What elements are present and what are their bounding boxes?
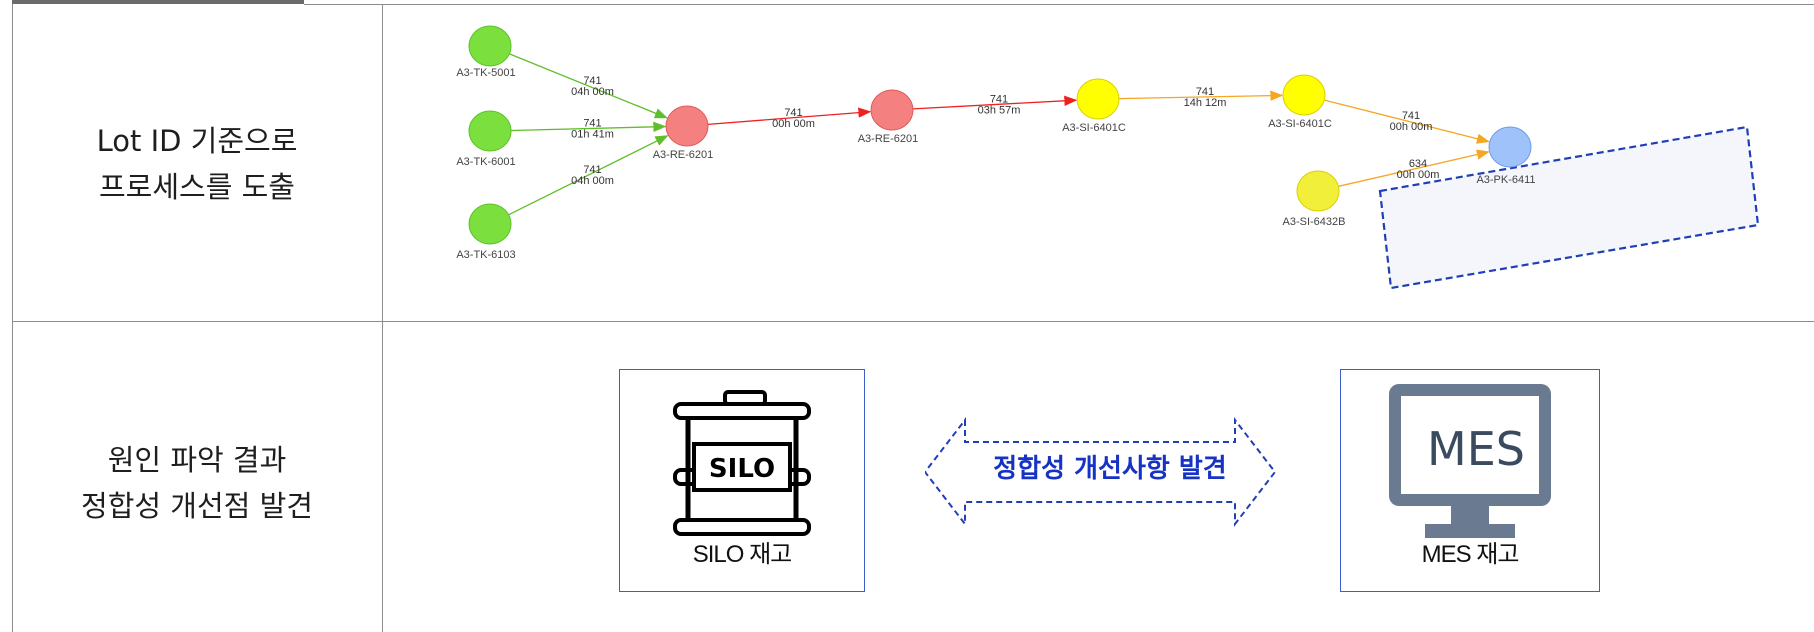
row-label-line: Lot ID 기준으로 bbox=[96, 124, 298, 158]
table-row-divider bbox=[12, 321, 1814, 322]
edge-duration-label: 03h 57m bbox=[978, 105, 1021, 117]
row-label-line: 정합성 개선점 발견 bbox=[81, 489, 313, 523]
flow-node-label: A3-TK-6103 bbox=[456, 249, 515, 261]
table-column-divider bbox=[382, 4, 383, 632]
flow-node-label: A3-TK-6001 bbox=[456, 156, 515, 168]
mes-label: MES bbox=[1427, 422, 1525, 476]
table-border-top bbox=[304, 4, 1814, 5]
edge-count-label: 741 bbox=[1402, 110, 1420, 122]
flow-edge bbox=[508, 135, 669, 216]
row-label-process: Lot ID 기준으로 프로세스를 도출 bbox=[12, 118, 382, 210]
edge-count-label: 741 bbox=[583, 164, 601, 176]
flow-node-label: A3-PK-6411 bbox=[1476, 174, 1535, 186]
flow-node-label: A3-RE-6201 bbox=[653, 149, 714, 161]
highlight-dashed-box bbox=[1378, 125, 1760, 290]
silo-barrel-icon: SILO bbox=[673, 390, 811, 536]
flow-edge bbox=[707, 107, 872, 126]
edge-count-label: 741 bbox=[583, 75, 601, 87]
edge-duration-label: 14h 12m bbox=[1184, 97, 1227, 109]
flow-edge bbox=[509, 53, 668, 119]
silo-caption: SILO 재고 bbox=[692, 541, 793, 568]
flow-edge bbox=[1338, 149, 1490, 187]
flow-node-label: A3-RE-6201 bbox=[858, 133, 919, 145]
bidirectional-arrow bbox=[925, 417, 1277, 527]
mes-box: MES 재고 bbox=[1340, 369, 1600, 592]
row-label-line: 프로세스를 도출 bbox=[99, 170, 295, 204]
mes-caption: MES 재고 bbox=[1421, 541, 1520, 568]
header-tab-strip bbox=[12, 0, 304, 4]
flow-edge bbox=[912, 95, 1078, 110]
silo-label: SILO bbox=[709, 454, 775, 484]
edge-duration-label: 01h 41m bbox=[571, 129, 614, 141]
edge-duration-label: 00h 00m bbox=[1390, 121, 1433, 133]
flow-node bbox=[468, 203, 512, 245]
edge-duration-label: 00h 00m bbox=[1397, 169, 1440, 181]
edge-count-label: 741 bbox=[784, 107, 802, 119]
flow-node-label: A3-SI-6432B bbox=[1283, 216, 1346, 228]
flow-node-label: A3-SI-6401C bbox=[1268, 118, 1332, 130]
flow-node bbox=[870, 89, 914, 131]
flow-node bbox=[1282, 74, 1326, 116]
flow-edge bbox=[1324, 99, 1490, 144]
flow-node bbox=[468, 25, 512, 67]
flow-node bbox=[468, 110, 512, 152]
edge-duration-label: 00h 00m bbox=[772, 118, 815, 130]
edge-count-label: 741 bbox=[1196, 86, 1214, 98]
edge-duration-label: 04h 00m bbox=[571, 86, 614, 98]
monitor-icon bbox=[1389, 384, 1551, 538]
flow-edge bbox=[1118, 90, 1284, 101]
flow-node bbox=[665, 105, 709, 147]
flow-node bbox=[1296, 170, 1340, 212]
edge-count-label: 741 bbox=[990, 94, 1008, 106]
flow-node bbox=[1076, 78, 1120, 120]
row-label-cause: 원인 파악 결과 정합성 개선점 발견 bbox=[12, 437, 382, 529]
flow-edge bbox=[510, 121, 667, 133]
edge-duration-label: 04h 00m bbox=[571, 175, 614, 187]
edge-count-label: 741 bbox=[583, 118, 601, 130]
flow-node bbox=[1488, 126, 1532, 168]
arrow-label: 정합성 개선사항 발견 bbox=[993, 454, 1227, 484]
silo-box: SILO SILO 재고 bbox=[619, 369, 865, 592]
table-border-left bbox=[12, 4, 13, 632]
flow-node-label: A3-TK-5001 bbox=[456, 67, 515, 79]
edge-count-label: 634 bbox=[1409, 158, 1427, 170]
flow-node-label: A3-SI-6401C bbox=[1062, 122, 1126, 134]
row-label-line: 원인 파악 결과 bbox=[107, 443, 287, 477]
